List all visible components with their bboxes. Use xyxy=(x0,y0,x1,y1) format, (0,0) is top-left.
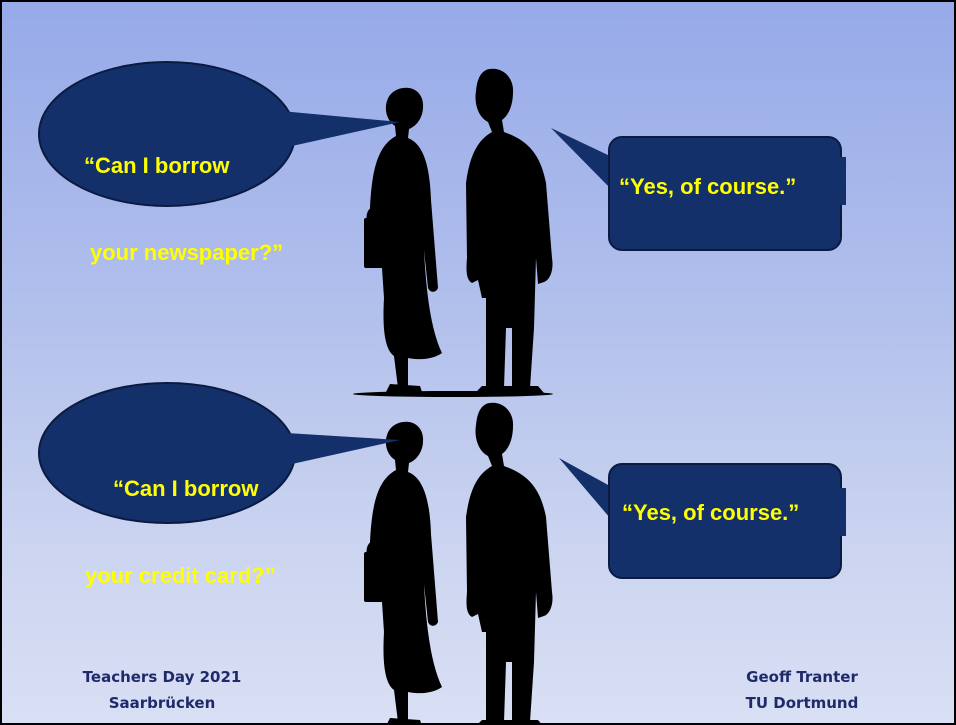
speech-bubble-reply-2 xyxy=(559,458,846,579)
speech-bubble-request-2 xyxy=(38,382,400,524)
request-text-2: “Can I borrow your credit card?” xyxy=(85,416,276,648)
author-name: Geoff Tranter xyxy=(746,668,858,686)
request-text-1: “Can I borrow your newspaper?” xyxy=(84,93,283,325)
reply-text-1: “Yes, of course.” xyxy=(619,174,797,199)
request-1-line-2: your newspaper?” xyxy=(90,240,284,265)
author-affiliation: TU Dortmund xyxy=(745,694,859,712)
reply-text-2: “Yes, of course.” xyxy=(622,500,800,525)
event-location: Saarbrücken xyxy=(108,694,216,712)
speech-bubble-request-1 xyxy=(38,61,400,207)
event-name: Teachers Day 2021 xyxy=(82,668,242,686)
request-2-line-2: your credit card?” xyxy=(85,563,276,588)
couple-silhouette-1 xyxy=(351,67,555,399)
footer-right: Geoff Tranter TU Dortmund xyxy=(702,664,902,716)
speech-bubble-reply-1 xyxy=(551,128,846,251)
couple-silhouette-2 xyxy=(351,401,555,723)
footer-left: Teachers Day 2021 Saarbrücken xyxy=(62,664,262,716)
request-1-line-1: “Can I borrow xyxy=(84,153,230,178)
request-2-line-1: “Can I borrow xyxy=(113,476,259,501)
